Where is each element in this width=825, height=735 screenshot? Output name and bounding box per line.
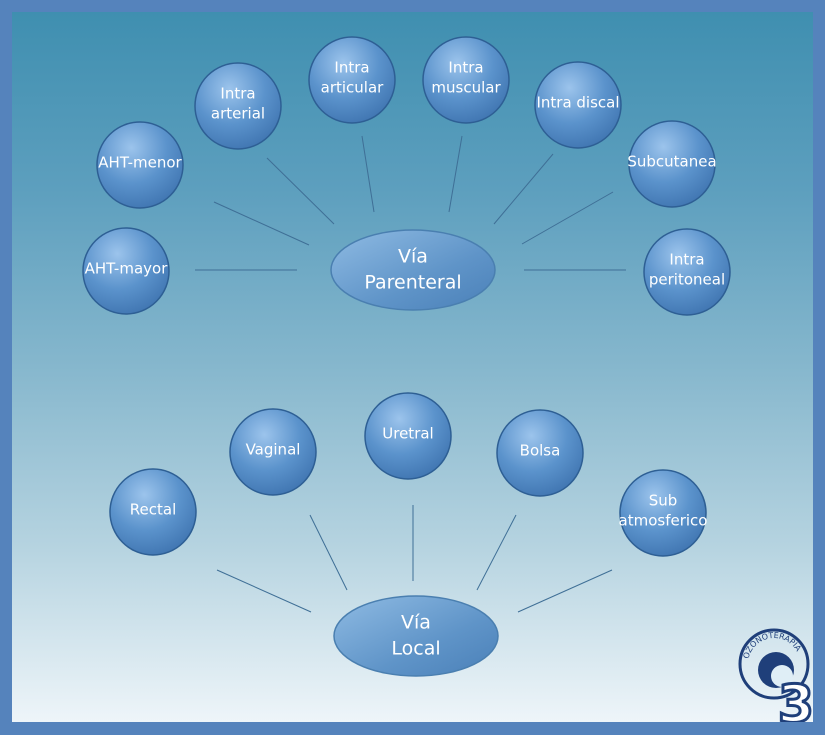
node-label: Intra [334, 59, 369, 77]
parenteral-connector [521, 191, 614, 245]
route-nodes: AHT-mayorAHT-menorIntraarterialIntraarti… [82, 36, 731, 557]
node-label: Intra [448, 59, 483, 77]
node-circle [364, 392, 452, 480]
parenteral-route-node: Intra peritoneal [643, 228, 731, 316]
node-label: Uretral [382, 425, 433, 443]
node-label: Vía [398, 246, 428, 268]
node-label: atmosferico [619, 512, 708, 530]
node-circle [229, 408, 317, 496]
parenteral-connector [493, 153, 554, 225]
node-circle [619, 469, 707, 557]
local-connector [309, 514, 348, 591]
logo-ring-icon [738, 628, 810, 700]
node-label: AHT-menor [98, 154, 182, 172]
parenteral-route-node: Intra articular [308, 36, 396, 124]
local-connector [476, 514, 517, 591]
hub-ellipse [330, 229, 496, 311]
node-label: Vía [401, 612, 431, 634]
local-route-node: Vaginal [229, 408, 317, 496]
local-connector [517, 569, 613, 613]
logo-numeral: 3 [778, 675, 813, 722]
parenteral-route-node: Subcutanea [627, 120, 717, 208]
ozone-routes-diagram: AHT-mayorAHT-menorIntraarterialIntraarti… [82, 36, 813, 722]
local-route-node: Bolsa [496, 409, 584, 497]
local-route-node: Sub atmosferico [619, 469, 708, 557]
parenteral-connector [361, 135, 375, 213]
parenteral-connector [213, 201, 310, 246]
parenteral-route-node: Intra discal [534, 61, 622, 149]
parenteral-connector [448, 135, 463, 213]
node-label: Vaginal [246, 441, 301, 459]
connector-lines [195, 135, 626, 613]
node-label: articular [321, 79, 385, 97]
node-circle [628, 120, 716, 208]
node-label: Sub [649, 492, 678, 510]
parenteral-route-node: AHT-menor [96, 121, 184, 209]
logo-drop-highlight [771, 665, 793, 687]
node-circle [308, 36, 396, 124]
node-circle [643, 228, 731, 316]
ozonoterapia-logo: OZONOTERAPIA 3 [738, 628, 813, 722]
parenteral-connector [266, 157, 335, 225]
node-label: peritoneal [649, 271, 725, 289]
node-circle [194, 62, 282, 150]
parenteral-route-node: AHT-mayor [82, 227, 170, 315]
node-circle [96, 121, 184, 209]
node-label: Intra discal [536, 94, 619, 112]
node-label: Bolsa [520, 442, 561, 460]
hub-ellipse [333, 595, 499, 677]
node-label: arterial [211, 105, 265, 123]
node-label: Parenteral [364, 272, 461, 294]
node-circle [422, 36, 510, 124]
node-label: Rectal [130, 501, 176, 519]
node-circle [496, 409, 584, 497]
parenteral-route-node: Intra muscular [422, 36, 510, 124]
local-route-node: Rectal [109, 468, 197, 556]
node-circle [109, 468, 197, 556]
node-label: Subcutanea [627, 153, 716, 171]
local-connector [216, 569, 312, 613]
node-label: muscular [431, 79, 501, 97]
node-label: AHT-mayor [85, 260, 169, 278]
node-label: Local [391, 638, 440, 660]
node-label: Intra [669, 251, 704, 269]
node-circle [534, 61, 622, 149]
node-circle [82, 227, 170, 315]
node-label: Intra [220, 85, 255, 103]
parenteral-route-node: Intra arterial [194, 62, 282, 150]
local-route-node: Uretral [364, 392, 452, 480]
